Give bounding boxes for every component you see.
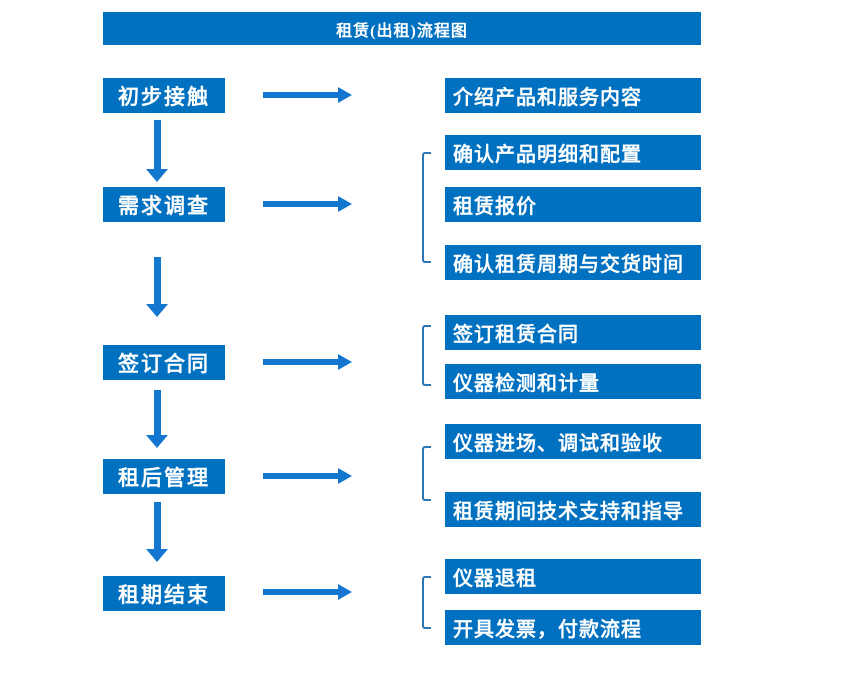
arrow-head [146, 169, 168, 182]
detail-label: 确认产品明细和配置 [453, 144, 642, 166]
arrow-right-icon [263, 354, 352, 370]
step-label: 需求调查 [118, 193, 210, 218]
arrow-shaft [263, 473, 338, 479]
arrow-shaft [153, 257, 161, 304]
step-label: 签订合同 [118, 351, 210, 376]
arrow-head [338, 87, 352, 103]
step-label: 租期结束 [118, 582, 210, 607]
arrow-right-icon [263, 87, 352, 103]
detail-box-instrument-testing: 仪器检测和计量 [445, 364, 701, 399]
arrow-head [338, 196, 352, 212]
detail-label: 仪器进场、调试和验收 [453, 433, 663, 455]
detail-box-rental-quotation: 租赁报价 [445, 187, 701, 222]
arrow-shaft [263, 359, 338, 365]
arrow-shaft [153, 502, 161, 549]
arrow-right-icon [263, 468, 352, 484]
detail-box-invoice-payment: 开具发票，付款流程 [445, 610, 701, 645]
arrow-shaft [153, 120, 161, 169]
detail-box-instrument-arrival: 仪器进场、调试和验收 [445, 424, 701, 459]
detail-box-instrument-return: 仪器退租 [445, 559, 701, 594]
detail-label: 介绍产品和服务内容 [453, 87, 642, 109]
group-bracket [422, 152, 431, 263]
detail-label: 租赁期间技术支持和指导 [453, 501, 684, 523]
arrow-shaft [263, 201, 338, 207]
arrow-down-icon [146, 257, 168, 317]
arrow-head [338, 354, 352, 370]
step-label: 租后管理 [118, 465, 210, 490]
arrow-shaft [263, 589, 338, 595]
arrow-down-icon [146, 120, 168, 182]
detail-box-confirm-product-details: 确认产品明细和配置 [445, 135, 701, 170]
detail-label: 租赁报价 [453, 196, 537, 218]
arrow-shaft [153, 390, 161, 435]
step-label: 初步接触 [118, 84, 210, 109]
detail-label: 签订租赁合同 [453, 324, 579, 346]
arrow-head [146, 435, 168, 448]
detail-box-technical-support: 租赁期间技术支持和指导 [445, 492, 701, 527]
arrow-shaft [263, 92, 338, 98]
detail-label: 开具发票，付款流程 [453, 619, 642, 641]
arrow-right-icon [263, 196, 352, 212]
step-box-rental-end: 租期结束 [103, 576, 225, 611]
arrow-head [146, 304, 168, 317]
arrow-down-icon [146, 502, 168, 562]
group-bracket [422, 576, 431, 629]
arrow-right-icon [263, 584, 352, 600]
detail-box-sign-rental-contract: 签订租赁合同 [445, 315, 701, 350]
detail-label: 仪器检测和计量 [453, 373, 600, 395]
arrow-down-icon [146, 390, 168, 448]
arrow-head [338, 584, 352, 600]
arrow-head [146, 549, 168, 562]
page-title: 租赁(出租)流程图 [336, 22, 468, 40]
detail-label: 仪器退租 [453, 568, 537, 590]
title-bar: 租赁(出租)流程图 [103, 12, 701, 45]
step-box-sign-contract: 签订合同 [103, 345, 225, 380]
step-box-initial-contact: 初步接触 [103, 78, 225, 113]
detail-box-introduce-products: 介绍产品和服务内容 [445, 78, 701, 113]
step-box-post-rental-management: 租后管理 [103, 459, 225, 494]
detail-box-confirm-rental-period: 确认租赁周期与交货时间 [445, 245, 701, 280]
detail-label: 确认租赁周期与交货时间 [453, 254, 684, 276]
group-bracket [422, 325, 431, 386]
group-bracket [422, 446, 431, 501]
arrow-head [338, 468, 352, 484]
step-box-demand-survey: 需求调查 [103, 187, 225, 222]
